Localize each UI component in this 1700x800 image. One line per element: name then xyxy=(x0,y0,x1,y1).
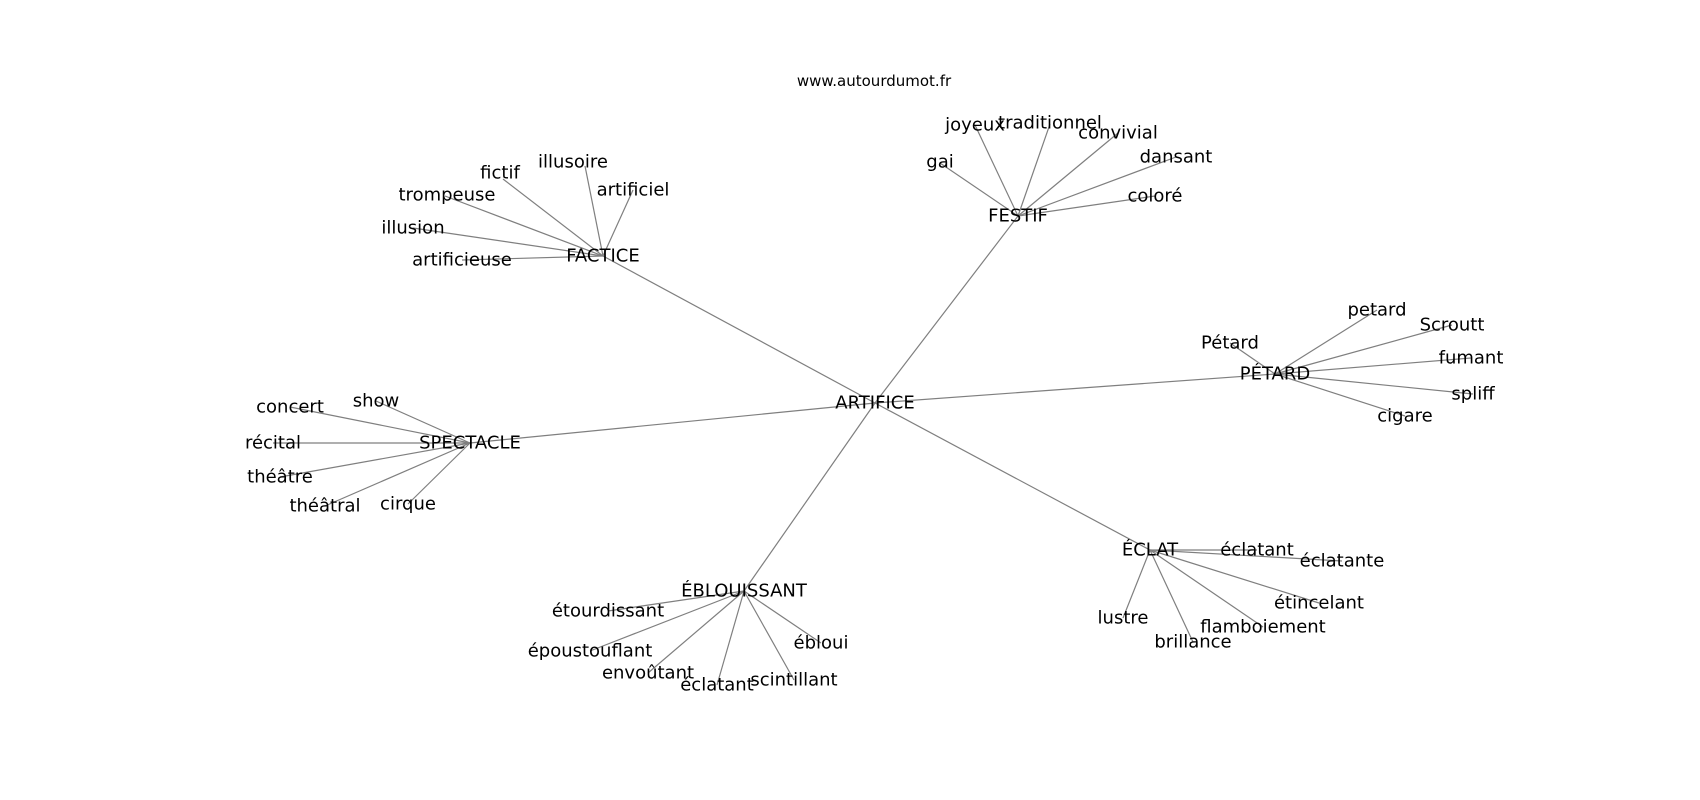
node-leaf-eblouissant-scintillant: scintillant xyxy=(750,670,837,691)
node-leaf-spectacle-recital: récital xyxy=(245,433,301,454)
node-hub-spectacle: SPECTACLE xyxy=(419,433,521,454)
edge-eblouissant-envoutant xyxy=(647,590,745,674)
node-leaf-spectacle-theatre: théâtre xyxy=(247,467,313,488)
graph-edges xyxy=(273,123,1474,686)
edge-eblouissant-etourdissant xyxy=(607,590,745,612)
edge-spectacle-concert xyxy=(289,406,471,444)
edge-eblouissant-epoustouflant xyxy=(589,590,745,652)
node-leaf-spectacle-show: show xyxy=(353,391,400,412)
node-leaf-eclat-brillance: brillance xyxy=(1154,632,1231,653)
node-leaf-factice-illusoire: illusoire xyxy=(538,152,608,173)
edge-root-spectacle xyxy=(469,402,876,444)
node-hub-petard: PÉTARD xyxy=(1240,363,1311,385)
edge-festif-joyeux xyxy=(974,124,1019,217)
node-leaf-factice-artificieuse: artificieuse xyxy=(412,250,512,271)
node-leaf-petard-spliff: spliff xyxy=(1451,384,1495,405)
node-leaf-factice-fictif: fictif xyxy=(480,163,520,184)
node-leaf-eblouissant-eclatant: éclatant xyxy=(680,675,754,696)
node-leaf-factice-illusion: illusion xyxy=(381,218,444,239)
node-leaf-petard-scroutt: Scroutt xyxy=(1420,315,1485,336)
edge-root-festif xyxy=(874,215,1019,404)
edge-factice-artificiel xyxy=(602,189,634,257)
node-leaf-festif-gai: gai xyxy=(926,152,953,173)
edge-eclat-eclatante xyxy=(1149,549,1343,562)
edge-eblouissant-eclatant xyxy=(716,590,745,686)
node-leaf-festif-traditionnel: traditionnel xyxy=(998,113,1102,134)
site-url-label: www.autourdumot.fr xyxy=(796,72,952,90)
node-leaf-eblouissant-ebloui: ébloui xyxy=(794,633,849,654)
edge-factice-artificieuse xyxy=(461,255,604,261)
edge-spectacle-theatral xyxy=(324,442,471,507)
node-leaf-factice-artificiel: artificiel xyxy=(597,180,670,201)
node-leaf-eclat-eclatant: éclatant xyxy=(1220,540,1294,561)
edge-festif-colore xyxy=(1017,195,1156,217)
node-leaf-petard-cigare: cigare xyxy=(1377,406,1432,427)
node-leaf-eclat-lustre: lustre xyxy=(1098,608,1149,629)
edge-root-petard xyxy=(874,373,1276,404)
edge-petard-scroutt xyxy=(1274,324,1453,375)
node-leaf-petard-petard: Pétard xyxy=(1201,333,1259,354)
edge-petard-fumant xyxy=(1274,357,1472,375)
node-hub-festif: FESTIF xyxy=(988,206,1048,227)
node-leaf-spectacle-concert: concert xyxy=(256,397,324,418)
edge-festif-dansant xyxy=(1017,156,1177,217)
edge-eclat-flamboiement xyxy=(1149,549,1264,628)
node-hub-eblouissant: ÉBLOUISSANT xyxy=(681,580,808,602)
graph-labels: ARTIFICE FACTICE fictif illusoire artificiel… xyxy=(245,113,1503,696)
edge-eblouissant-ebloui xyxy=(743,590,822,644)
node-hub-eclat: ÉCLAT xyxy=(1122,539,1179,561)
node-leaf-spectacle-cirque: cirque xyxy=(380,494,436,515)
edge-spectacle-theatre xyxy=(279,442,471,478)
edge-petard-spliff xyxy=(1274,373,1474,395)
node-leaf-spectacle-theatral: théâtral xyxy=(289,496,360,517)
node-leaf-factice-trompeuse: trompeuse xyxy=(399,185,496,206)
edge-factice-illusion xyxy=(412,227,604,257)
edge-eblouissant-scintillant xyxy=(743,590,795,681)
edge-root-eclat xyxy=(874,402,1151,551)
edge-spectacle-show xyxy=(375,400,471,444)
edge-festif-traditionnel xyxy=(1017,123,1051,217)
edge-factice-illusoire xyxy=(584,165,604,257)
node-hub-factice: FACTICE xyxy=(566,246,640,267)
node-leaf-petard-fumant: fumant xyxy=(1439,348,1504,369)
node-leaf-festif-colore: coloré xyxy=(1127,186,1182,207)
edge-festif-gai xyxy=(939,162,1019,217)
edge-eclat-brillance xyxy=(1149,549,1194,643)
node-leaf-eclat-etincelant: étincelant xyxy=(1274,593,1364,614)
edge-festif-convivial xyxy=(1017,132,1119,217)
edge-petard-petard xyxy=(1229,342,1276,375)
edge-root-factice xyxy=(602,255,876,404)
edge-petard-cigare xyxy=(1274,373,1406,417)
node-leaf-eblouissant-epoustouflant: époustouflant xyxy=(528,641,653,662)
edge-petard-petard xyxy=(1274,309,1378,375)
node-leaf-festif-convivial: convivial xyxy=(1078,123,1158,144)
node-leaf-eclat-flamboiement: flamboiement xyxy=(1200,617,1326,638)
node-leaf-eblouissant-envoutant: envoûtant xyxy=(602,663,694,684)
edge-eclat-etincelant xyxy=(1149,549,1320,604)
edge-root-eblouissant xyxy=(743,402,876,592)
node-leaf-eclat-eclatante: éclatante xyxy=(1300,551,1385,572)
edge-factice-fictif xyxy=(502,178,604,257)
edge-factice-trompeuse xyxy=(444,195,604,257)
node-leaf-petard-petard: petard xyxy=(1347,300,1406,321)
node-leaf-festif-joyeux: joyeux xyxy=(944,115,1005,136)
edge-spectacle-cirque xyxy=(407,442,471,505)
node-root-artifice: ARTIFICE xyxy=(835,393,914,414)
node-leaf-eblouissant-etourdissant: étourdissant xyxy=(552,601,664,622)
node-leaf-festif-dansant: dansant xyxy=(1140,147,1213,168)
edge-eclat-lustre xyxy=(1122,549,1151,619)
